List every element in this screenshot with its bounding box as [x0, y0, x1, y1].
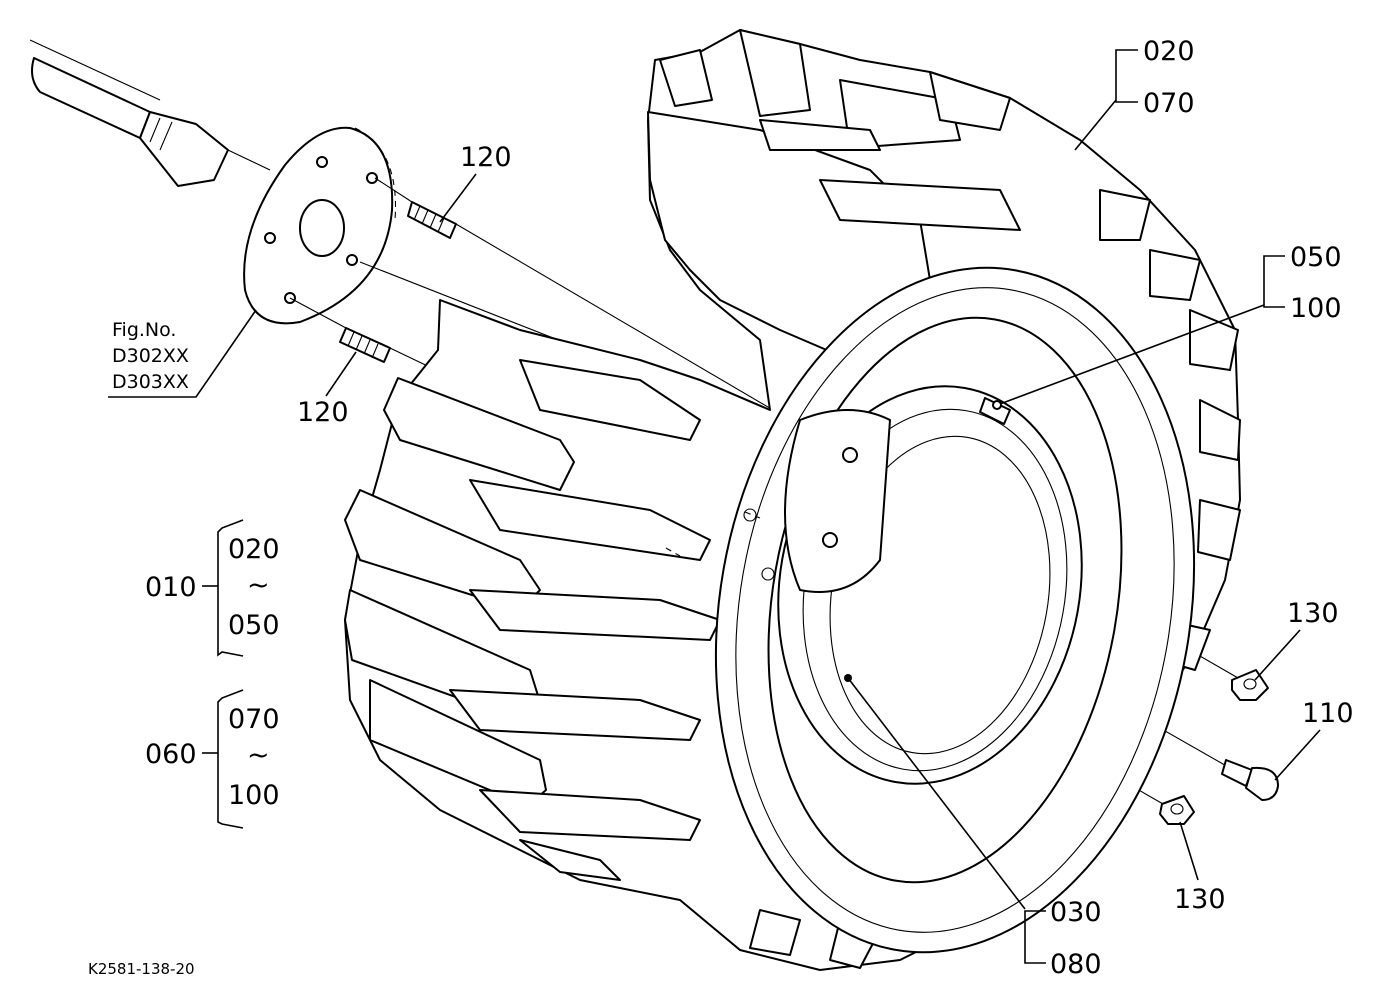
callout-labels: 020 070 050 100 120 120 130 110 130 030 … [88, 36, 1354, 980]
assembly-060-to: 100 [228, 780, 280, 811]
wheel-nut-lower [1159, 795, 1195, 825]
hub-flange [243, 126, 397, 325]
assembly-060-from: 070 [228, 704, 280, 735]
callout-tire-top: 020 [1143, 36, 1195, 67]
callout-rim-top: 030 [1050, 897, 1102, 928]
wheel-bolt [1221, 759, 1279, 801]
fig-note-line1: Fig.No. [112, 319, 176, 341]
callout-valve-bottom: 100 [1290, 293, 1342, 324]
assembly-060-tilde: ~ [247, 740, 270, 771]
figure-ref-code: K2581-138-20 [88, 960, 195, 978]
assembly-010-tilde: ~ [247, 570, 270, 601]
rim [665, 385, 1083, 785]
wheel-stud-upper [407, 201, 457, 239]
leader-lines [108, 49, 1321, 964]
callout-stud-upper: 120 [460, 142, 512, 173]
callout-nut-lower: 130 [1174, 884, 1226, 915]
assembly-010-from: 020 [228, 534, 280, 565]
wheel-stud-lower [339, 327, 391, 363]
callout-stud-lower: 120 [297, 397, 349, 428]
assembly-010-id: 010 [145, 572, 197, 603]
fig-note-line3: D303XX [112, 371, 189, 393]
axle-shaft [29, 39, 271, 187]
assembly-060-id: 060 [145, 739, 197, 770]
wheel-nut-right [1231, 669, 1269, 701]
fig-note-line2: D302XX [112, 345, 189, 367]
callout-valve-top: 050 [1290, 242, 1342, 273]
assembly-010-to: 050 [228, 610, 280, 641]
callout-tire-bottom: 070 [1143, 88, 1195, 119]
callout-bolt: 110 [1302, 698, 1354, 729]
valve-stem [979, 397, 1011, 425]
callout-rim-bottom: 080 [1050, 949, 1102, 980]
callout-nut-right: 130 [1287, 598, 1339, 629]
